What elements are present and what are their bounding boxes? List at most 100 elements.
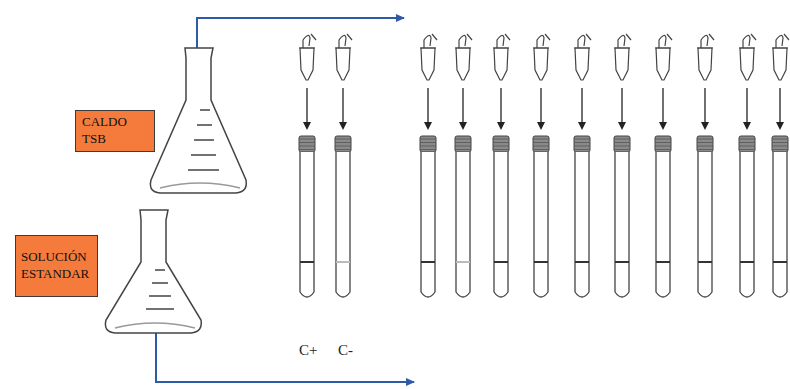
tube-cap: [533, 136, 549, 152]
arrow-head: [424, 122, 432, 130]
label-box: CALDO TSB: [75, 110, 155, 152]
tube-cap: [697, 136, 713, 152]
tube-cap: [772, 136, 788, 152]
liquid-level: [615, 261, 629, 263]
arrow-head: [339, 122, 347, 130]
tube-cap: [574, 136, 590, 152]
arrow-head: [743, 122, 751, 130]
microtube: [456, 48, 470, 80]
microtube-cap: [335, 34, 352, 48]
microtube: [300, 48, 314, 80]
cap-ridge: [697, 146, 713, 147]
liquid-level: [300, 261, 314, 263]
microtube: [698, 48, 712, 80]
tube-cap: [455, 136, 471, 152]
down-arrow: [662, 88, 663, 124]
cap-ridge: [335, 139, 351, 140]
box-label: SOLUCIÓN ESTANDAR: [21, 249, 92, 283]
cap-ridge: [455, 142, 471, 143]
cap-ridge: [697, 142, 713, 143]
microtube: [656, 48, 670, 80]
test-tube: [698, 152, 712, 297]
cap-ridge: [614, 146, 630, 147]
arrow-head: [659, 122, 667, 130]
cap-ridge: [739, 149, 755, 150]
cap-ridge: [533, 149, 549, 150]
test-tube: [656, 152, 670, 297]
cap-ridge: [614, 139, 630, 140]
flask: [105, 210, 201, 333]
test-tube: [421, 152, 435, 297]
liquid-level: [656, 261, 670, 263]
cap-ridge: [335, 142, 351, 143]
liquid-level: [773, 261, 787, 263]
microtube-cap: [420, 34, 437, 48]
down-arrow: [540, 88, 541, 124]
test-tube: [456, 152, 470, 297]
cap-ridge: [574, 146, 590, 147]
liquid-level: [421, 261, 435, 263]
cap-ridge: [655, 149, 671, 150]
microtube-cap: [299, 34, 316, 48]
cap-ridge: [299, 142, 315, 143]
label-box: SOLUCIÓN ESTANDAR: [15, 235, 98, 297]
liquid-level: [336, 261, 350, 263]
tube-cap: [335, 136, 351, 152]
liquid-level: [575, 261, 589, 263]
cap-ridge: [455, 139, 471, 140]
arrow-head: [618, 122, 626, 130]
cap-ridge: [299, 149, 315, 150]
microtube: [494, 48, 508, 80]
control-label: C-: [338, 342, 353, 359]
cap-ridge: [772, 149, 788, 150]
down-arrow: [462, 88, 463, 124]
cap-ridge: [533, 146, 549, 147]
tube-cap: [739, 136, 755, 152]
microtube-cap: [655, 34, 672, 48]
down-arrow: [704, 88, 705, 124]
liquid-level: [534, 261, 548, 263]
arrow-head: [537, 122, 545, 130]
box-label: CALDO TSB: [82, 114, 148, 148]
down-arrow: [779, 88, 780, 124]
tube-cap: [299, 136, 315, 152]
arrow-head: [578, 122, 586, 130]
cap-ridge: [739, 142, 755, 143]
test-tube: [300, 152, 314, 297]
cap-ridge: [420, 139, 436, 140]
down-arrow: [342, 88, 343, 124]
tube-cap: [420, 136, 436, 152]
control-label: C+: [299, 342, 317, 359]
cap-ridge: [655, 139, 671, 140]
cap-ridge: [739, 146, 755, 147]
cap-ridge: [420, 149, 436, 150]
cap-ridge: [455, 146, 471, 147]
cap-ridge: [455, 149, 471, 150]
cap-ridge: [739, 139, 755, 140]
down-arrow: [427, 88, 428, 124]
cap-ridge: [335, 146, 351, 147]
flow-arrow: [156, 332, 414, 382]
test-tube: [494, 152, 508, 297]
microtube-cap: [614, 34, 631, 48]
test-tube: [615, 152, 629, 297]
cap-ridge: [533, 142, 549, 143]
down-arrow: [621, 88, 622, 124]
microtube: [575, 48, 589, 80]
microtube-cap: [493, 34, 510, 48]
microtube: [534, 48, 548, 80]
cap-ridge: [772, 139, 788, 140]
cap-ridge: [614, 149, 630, 150]
cap-ridge: [697, 139, 713, 140]
liquid-level: [494, 261, 508, 263]
cap-ridge: [655, 146, 671, 147]
microtube: [773, 48, 787, 80]
cap-ridge: [772, 142, 788, 143]
cap-ridge: [493, 139, 509, 140]
cap-ridge: [574, 149, 590, 150]
down-arrow: [581, 88, 582, 124]
liquid-level: [456, 261, 470, 263]
cap-ridge: [697, 149, 713, 150]
down-arrow: [746, 88, 747, 124]
